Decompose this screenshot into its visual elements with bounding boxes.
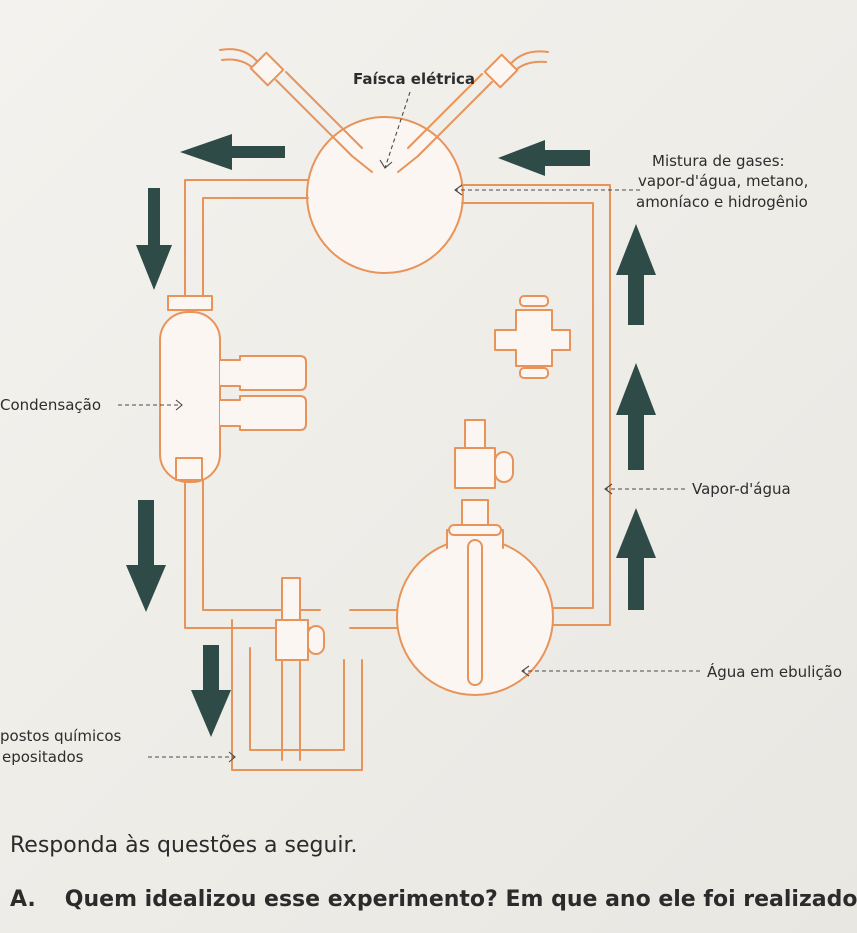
electrode-right: [397, 50, 549, 173]
label-gas-mix-3: amoníaco e hidrogênio: [636, 193, 808, 211]
label-spark: Faísca elétrica: [353, 70, 476, 88]
label-deposited-1: postos químicos: [0, 727, 122, 745]
arrow-down-left-upper: [136, 188, 172, 290]
trap-stopcock: [275, 577, 325, 761]
arrow-left-top: [180, 134, 285, 170]
questions-intro: Responda às questões a seguir.: [10, 833, 358, 858]
label-gas-mix-1: Mistura de gases:: [652, 152, 785, 170]
arrow-down-left-lower: [126, 500, 166, 612]
question-a: A. Quem idealizou esse experimento? Em q…: [10, 887, 857, 913]
arrow-up-right-middle: [616, 363, 656, 470]
pointer-lines: [118, 91, 700, 758]
question-a-letter: A.: [10, 887, 36, 912]
flow-arrows: [126, 134, 656, 737]
label-condensation: Condensação: [0, 396, 102, 414]
tube-loop: [184, 179, 611, 771]
pointer-heads: [175, 159, 613, 763]
spark-pointer: [384, 91, 411, 169]
label-deposited-2: epositados: [2, 748, 84, 766]
arrow-left-top-right: [498, 140, 590, 176]
label-gas-mix-2: vapor-d'água, metano,: [638, 172, 809, 190]
label-boiling-water: Água em ebulição: [707, 663, 843, 681]
question-a-text: Quem idealizou esse experimento? Em que …: [64, 887, 857, 912]
arrow-up-right-lower: [616, 508, 656, 610]
stopcock-right: [494, 295, 571, 379]
condenser: [159, 295, 307, 483]
boiling-flask: [396, 419, 554, 696]
spark-flask: [306, 116, 464, 274]
arrow-down-bottom: [191, 645, 231, 737]
electrode-left: [219, 48, 373, 173]
arrow-up-right-top: [616, 224, 656, 325]
label-water-vapor: Vapor-d'água: [692, 480, 791, 498]
